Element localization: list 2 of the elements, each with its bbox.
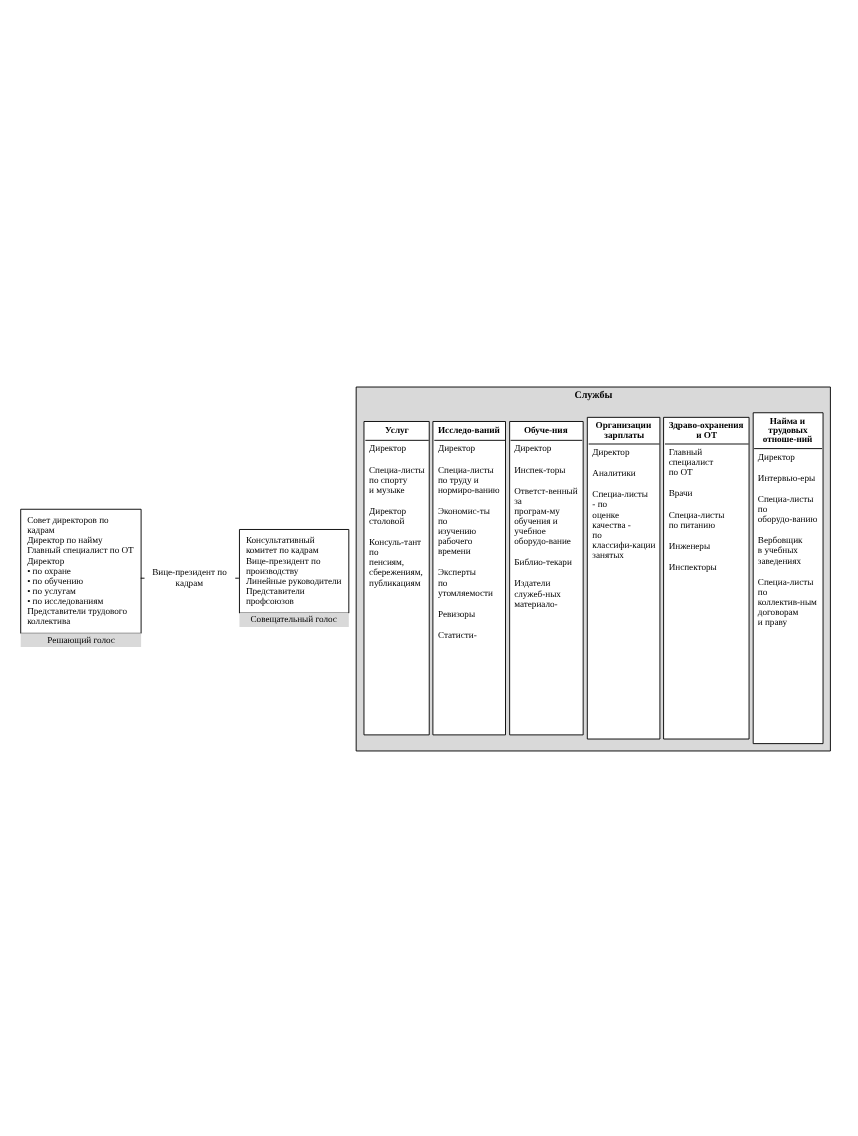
connector bbox=[234, 576, 240, 578]
connector bbox=[140, 576, 145, 578]
